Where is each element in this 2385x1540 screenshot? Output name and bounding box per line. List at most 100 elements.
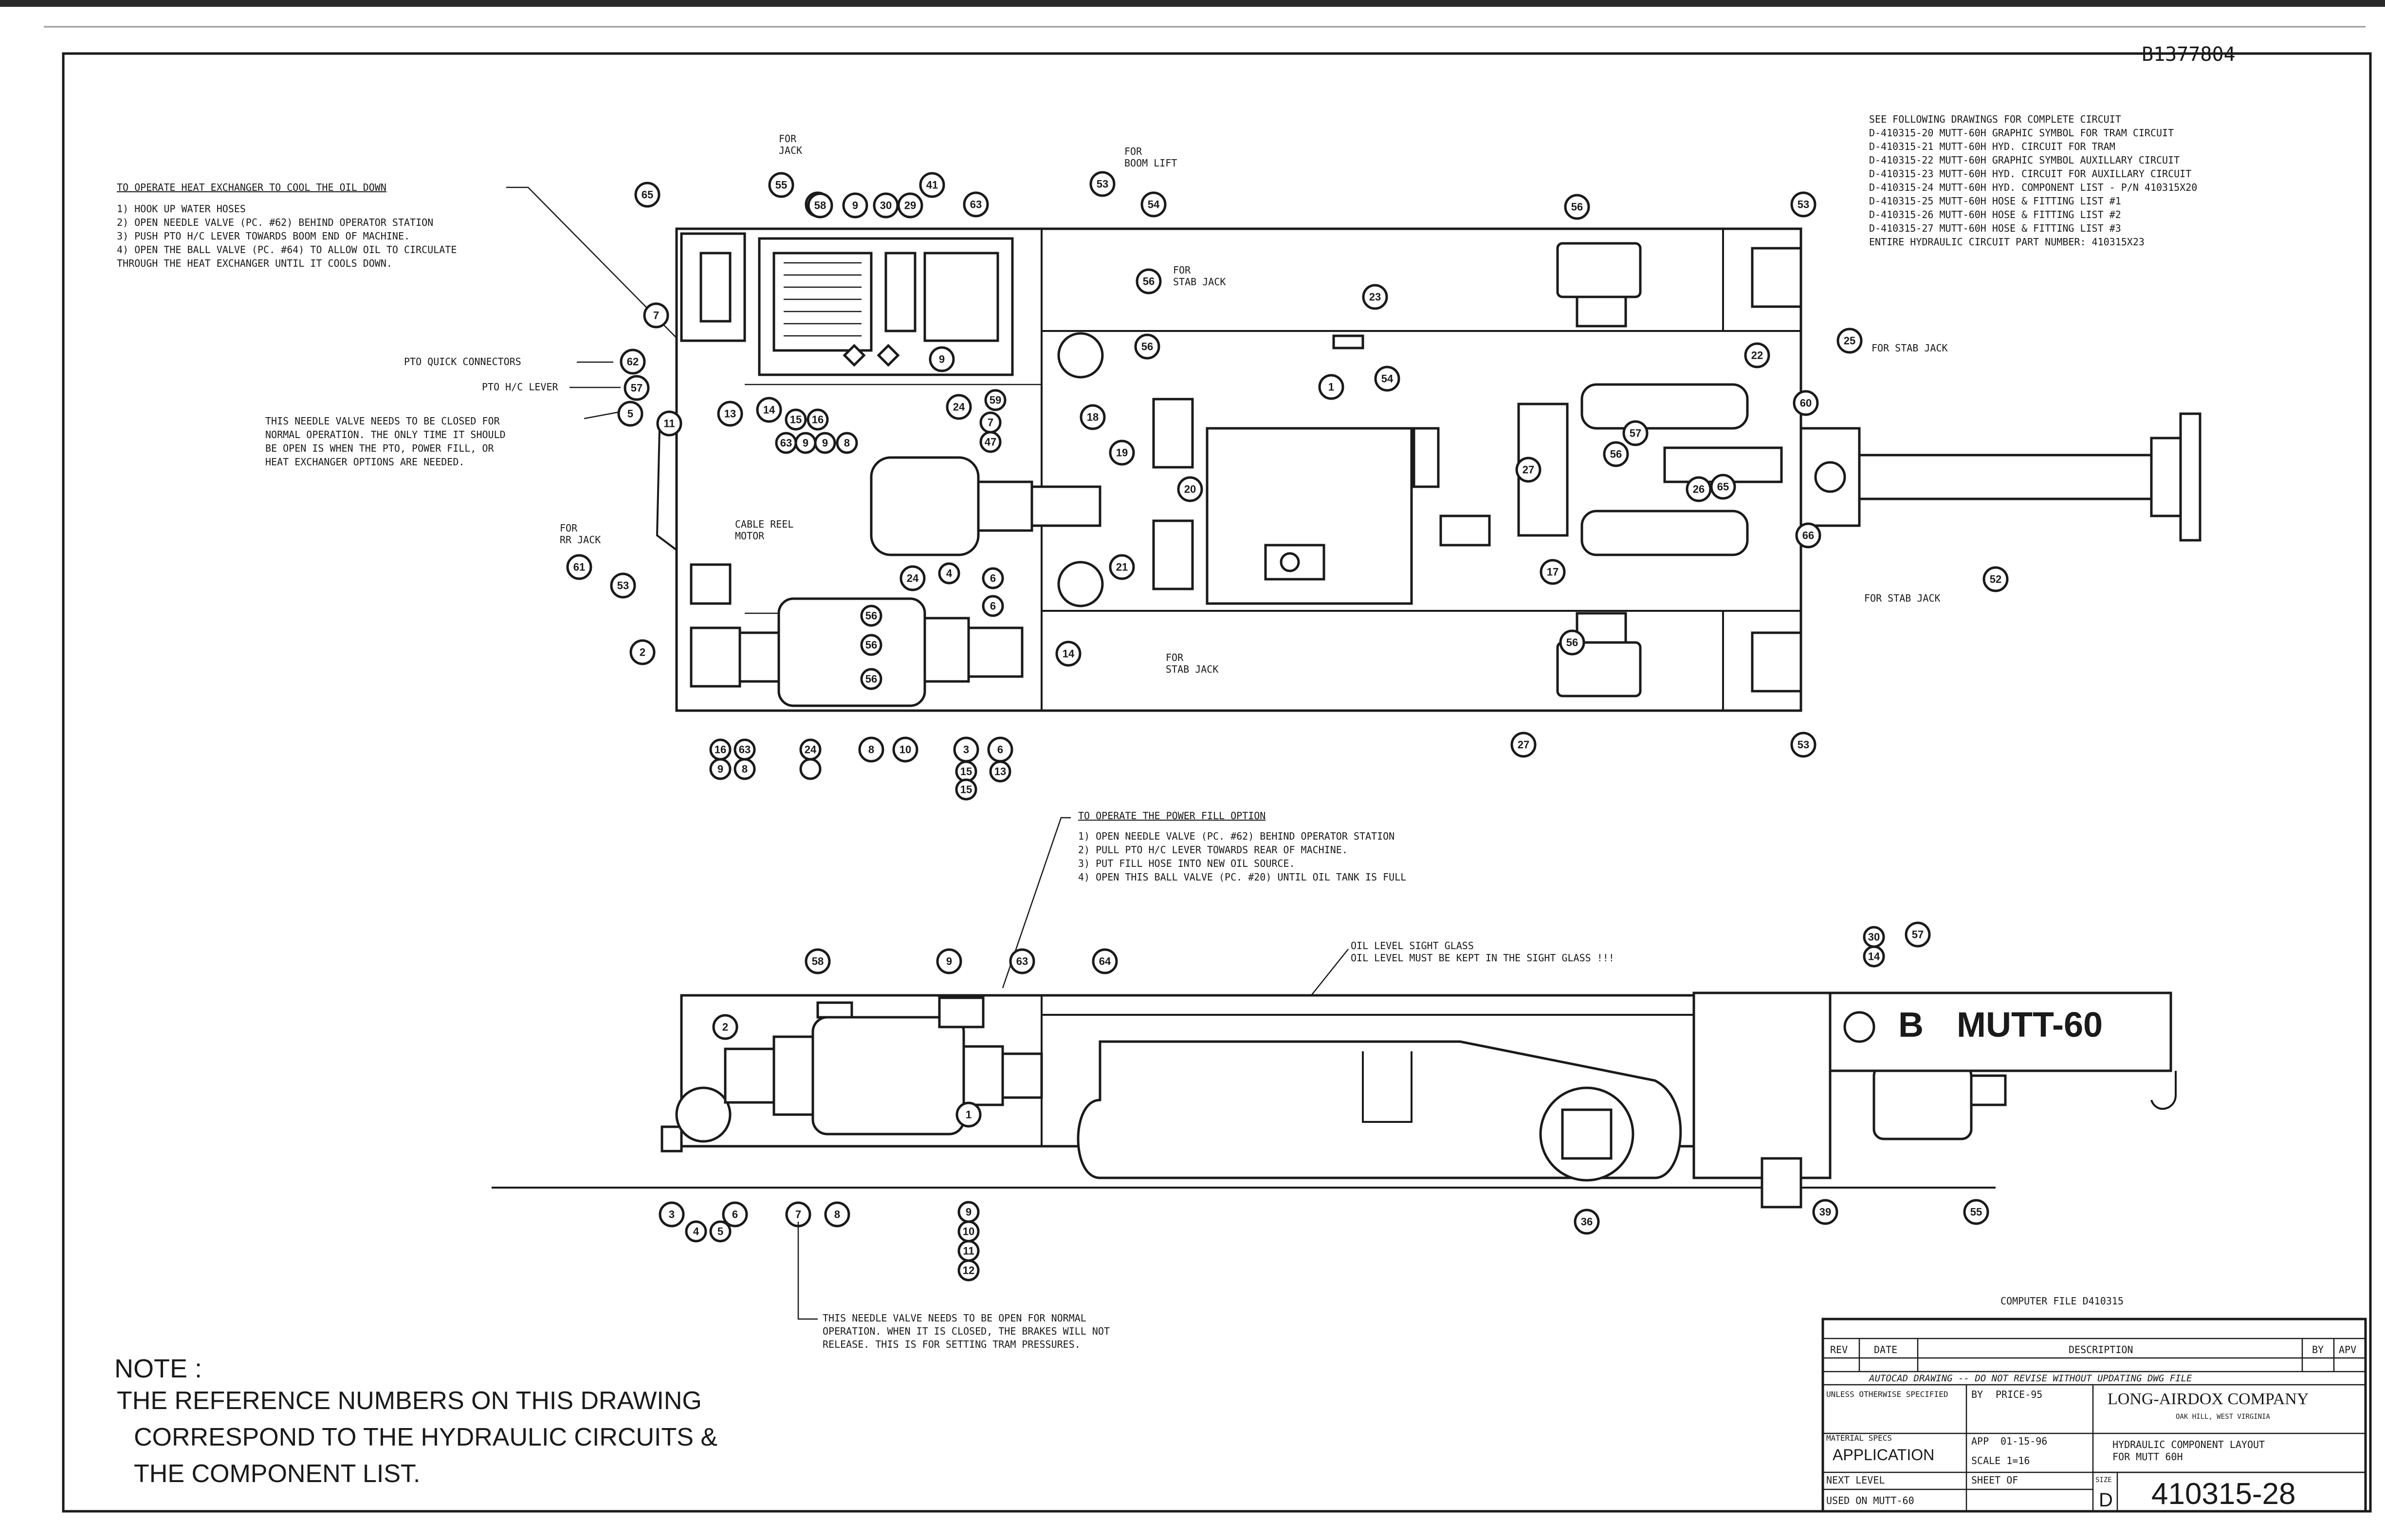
- ref-bubble: 63: [775, 432, 797, 454]
- svg-text:16: 16: [812, 414, 824, 426]
- ref-bubble: 53: [610, 572, 636, 599]
- top-jack-label-2: JACK: [779, 145, 802, 156]
- control-grille: [772, 252, 873, 352]
- svg-text:6: 6: [997, 744, 1003, 756]
- tolerances: UNLESS OTHERWISE SPECIFIED: [1826, 1390, 1948, 1399]
- pump-cap-top: [690, 563, 732, 605]
- svg-text:7: 7: [988, 417, 993, 429]
- tank-side-block: [1413, 427, 1440, 488]
- ref-bubble: 54: [1374, 366, 1400, 392]
- control-box: [923, 252, 999, 342]
- svg-text:7: 7: [653, 310, 659, 322]
- see-drawing-3: D-410315-23 MUTT-60H HYD. CIRCUIT FOR AU…: [1869, 168, 2191, 180]
- ref-bubble: 9: [842, 192, 868, 219]
- boom-cylinder-upper: [1580, 383, 1749, 430]
- valve-block-upper: [1152, 398, 1194, 469]
- ref-bubble: [799, 758, 822, 780]
- side-pump: [724, 1047, 775, 1104]
- ref-bubble: 12: [957, 1259, 980, 1282]
- svg-text:29: 29: [904, 200, 916, 212]
- ref-bubble: 21: [1109, 554, 1135, 580]
- svg-text:11: 11: [663, 418, 675, 430]
- application-label: APPLICATION: [1833, 1446, 1934, 1464]
- cable-reel-coupling: [977, 480, 1033, 532]
- ref-bubble: 2: [629, 639, 656, 665]
- svg-text:13: 13: [994, 766, 1006, 778]
- motor-flange: [923, 617, 970, 683]
- ref-bubble: 14: [756, 397, 782, 423]
- ref-bubble: 17: [1540, 559, 1566, 585]
- top-rear-bulge: [656, 418, 678, 551]
- top-view-machine: [656, 227, 2202, 712]
- svg-text:41: 41: [926, 179, 938, 191]
- track-drive-top-mount: [1576, 295, 1627, 328]
- note-line-1: CORRESPOND TO THE HYDRAULIC CIRCUITS &: [134, 1423, 717, 1451]
- valve-block-lower: [1152, 519, 1194, 590]
- side-boom-arm: [1829, 991, 2172, 1072]
- ref-bubble: 13: [717, 401, 743, 427]
- stab-jack-bottom: [1751, 631, 1802, 693]
- svg-text:56: 56: [1141, 341, 1153, 353]
- power-fill-title: TO OPERATE THE POWER FILL OPTION: [1078, 810, 1266, 822]
- heat-exchanger-title: TO OPERATE HEAT EXCHANGER TO COOL THE OI…: [117, 182, 386, 193]
- svg-text:9: 9: [852, 200, 858, 212]
- material-specs: MATERIAL SPECS: [1826, 1433, 1892, 1443]
- side-flange: [772, 1035, 814, 1116]
- title-line-1: HYDRAULIC COMPONENT LAYOUT: [2112, 1439, 2265, 1450]
- ref-bubble: 9: [814, 432, 836, 454]
- heat-step-4: THROUGH THE HEAT EXCHANGER UNTIL IT COOL…: [117, 257, 392, 269]
- ref-bubble: 61: [566, 554, 592, 580]
- needle-bottom-2: RELEASE. THIS IS FOR SETTING TRAM PRESSU…: [823, 1338, 1081, 1350]
- ref-bubble: 10: [892, 736, 918, 763]
- see-drawing-5: D-410315-25 MUTT-60H HOSE & FITTING LIST…: [1869, 195, 2121, 207]
- boom-arm: [1858, 454, 2153, 500]
- see-drawings-list: SEE FOLLOWING DRAWINGS FOR COMPLETE CIRC…: [1869, 113, 2197, 248]
- pto-hc-label: PTO H/C LEVER: [482, 381, 558, 393]
- svg-text:39: 39: [1819, 1206, 1831, 1218]
- ref-bubble: 56: [1603, 441, 1629, 467]
- ref-bubble: 65: [634, 182, 660, 208]
- svg-text:60: 60: [1800, 397, 1812, 409]
- next-level: NEXT LEVEL: [1826, 1474, 1885, 1486]
- ref-bubble: 64: [1092, 948, 1118, 974]
- svg-text:53: 53: [1798, 199, 1809, 211]
- ref-bubble: 6: [982, 567, 1004, 589]
- size-value: D: [2099, 1489, 2113, 1511]
- note-line-0: THE REFERENCE NUMBERS ON THIS DRAWING: [117, 1387, 702, 1415]
- svg-text:5: 5: [627, 408, 633, 420]
- ref-bubble: 53: [1790, 732, 1816, 758]
- svg-text:56: 56: [865, 639, 877, 651]
- svg-text:10: 10: [963, 1226, 974, 1238]
- svg-text:57: 57: [1630, 427, 1641, 440]
- stab-jack-c: FOR STAB JACK: [1864, 592, 1941, 604]
- svg-text:9: 9: [939, 353, 945, 366]
- side-jack: [1761, 1157, 1802, 1209]
- boom-hook-plate: [2179, 412, 2202, 542]
- ref-bubble: 1: [955, 1101, 982, 1128]
- side-track-chain: [1077, 1040, 1682, 1179]
- cable-reel-label-1: CABLE REEL: [735, 518, 793, 530]
- svg-text:54: 54: [1148, 199, 1160, 211]
- svg-text:30: 30: [1868, 931, 1880, 943]
- svg-text:9: 9: [822, 437, 828, 449]
- svg-text:3: 3: [669, 1209, 675, 1221]
- oil-tank-port: [1280, 552, 1300, 572]
- side-track-cutout: [1362, 1051, 1413, 1123]
- svg-text:12: 12: [963, 1265, 974, 1277]
- side-rear-foot: [660, 1125, 683, 1153]
- ref-bubble: 56: [1134, 333, 1160, 360]
- pto-quick-label: PTO QUICK CONNECTORS: [404, 356, 521, 367]
- drawn-by: PRICE-95: [1996, 1389, 2042, 1400]
- side-bubbles: 58 9 63 64 2 1 3 4 5 6 7 8 9 10 11 12 30…: [659, 921, 1989, 1282]
- needle-valve-note-top: THIS NEEDLE VALVE NEEDS TO BE CLOSED FOR…: [265, 410, 624, 468]
- note-line-2: THE COMPONENT LIST.: [134, 1460, 420, 1488]
- svg-text:56: 56: [1610, 448, 1622, 460]
- svg-text:63: 63: [780, 437, 792, 449]
- ref-bubble: 57: [1622, 420, 1649, 446]
- svg-text:56: 56: [1571, 201, 1583, 213]
- svg-text:52: 52: [1990, 573, 2001, 586]
- ref-bubble: 62: [620, 348, 646, 375]
- cable-reel-motor: [870, 456, 980, 556]
- boom-cylinder-lower: [1580, 510, 1749, 556]
- svg-text:56: 56: [1566, 637, 1578, 649]
